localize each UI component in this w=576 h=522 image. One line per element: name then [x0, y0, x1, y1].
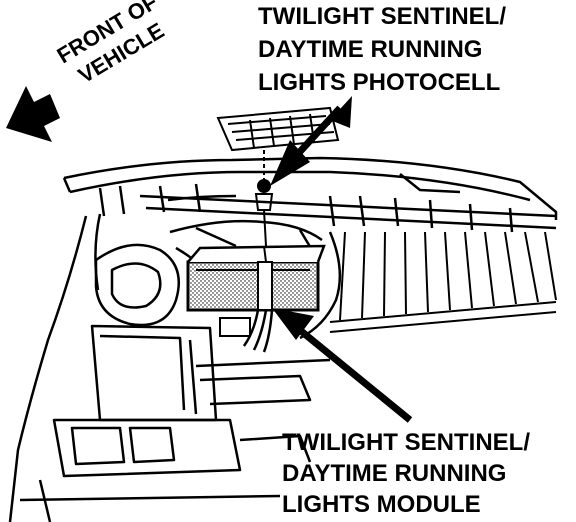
- module-label-line-2: DAYTIME RUNNING: [282, 460, 507, 487]
- module-unit: [186, 244, 326, 312]
- defroster-grille: [216, 106, 340, 152]
- dashboard-top-outline: [62, 156, 558, 233]
- front-of-vehicle-arrow: [6, 86, 60, 142]
- photocell-label-line-3: LIGHTS PHOTOCELL: [258, 69, 501, 96]
- photocell-label: TWILIGHT SENTINEL/ DAYTIME RUNNING LIGHT…: [258, 0, 506, 99]
- photocell-sensor: [254, 150, 274, 247]
- photocell-label-line-1: TWILIGHT SENTINEL/: [258, 3, 506, 30]
- module-label: TWILIGHT SENTINEL/ DAYTIME RUNNING LIGHT…: [282, 427, 530, 520]
- module-label-line-3: LIGHTS MODULE: [282, 491, 481, 518]
- wiring-harness: [219, 231, 342, 353]
- lower-dash-panels: [19, 324, 331, 522]
- dash-vent-lines: [329, 231, 557, 333]
- module-leader-arrow: [272, 308, 413, 423]
- module-label-line-1: TWILIGHT SENTINEL/: [282, 429, 530, 456]
- photocell-leader-arrow: [270, 96, 352, 186]
- photocell-label-line-2: DAYTIME RUNNING: [258, 36, 483, 63]
